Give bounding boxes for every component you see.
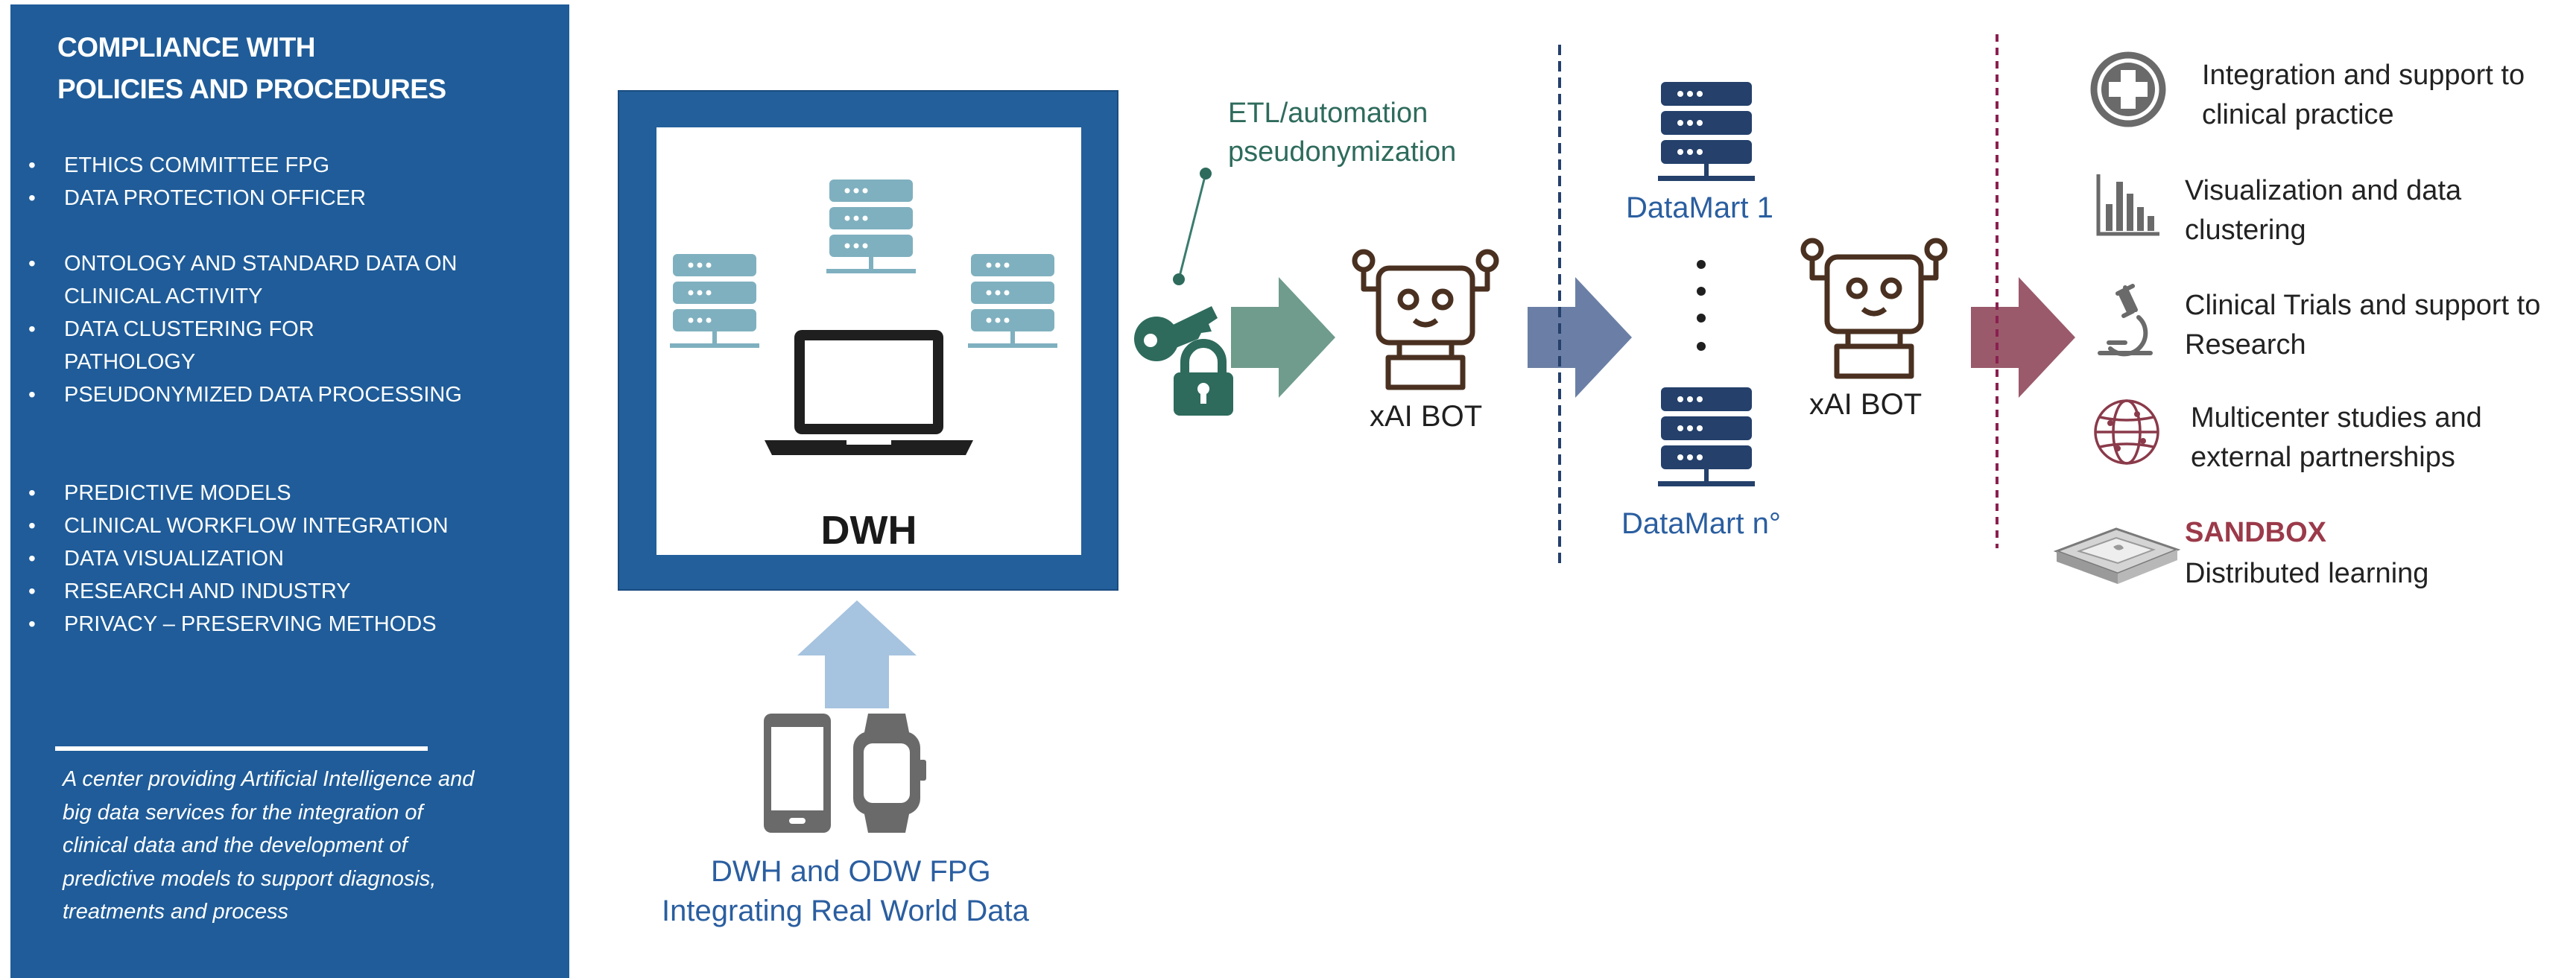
key-icon <box>1134 306 1218 361</box>
datamart-first-label: DataMart 1 <box>1626 191 1773 224</box>
list-item: RESEARCH AND INDUSTRY <box>25 575 554 608</box>
smartwatch-icon <box>853 714 926 833</box>
panel-title-line1: COMPLIANCE WITH <box>57 32 316 63</box>
etl-line2: pseudonymization <box>1228 136 1457 168</box>
panel-divider <box>55 746 428 751</box>
robot-icon <box>1800 238 1948 379</box>
bullet-list-governance: ETHICS COMMITTEE FPG DATA PROTECTION OFF… <box>25 149 554 215</box>
sandbox-subtitle: Distributed learning <box>2185 558 2429 589</box>
robot-icon <box>1352 249 1499 390</box>
arrow-right-slate <box>1528 277 1632 398</box>
list-item: PREDICTIVE MODELS <box>25 477 554 509</box>
output-text-multicenter: Multicenter studies and external partner… <box>2191 402 2482 473</box>
bar-chart-icon <box>2096 174 2159 236</box>
list-item: PRIVACY – PRESERVING METHODS <box>25 608 554 641</box>
server-icon <box>670 254 759 348</box>
server-icon <box>968 254 1057 348</box>
sandbox-icon <box>2053 527 2181 584</box>
lock-icon <box>1174 339 1233 416</box>
bot2-label: xAI BOT <box>1809 388 1922 421</box>
list-item: CLINICAL WORKFLOW INTEGRATION <box>25 509 554 542</box>
list-item: DATA PROTECTION OFFICER <box>25 182 554 215</box>
output-text-trials: Clinical Trials and support to Research <box>2185 290 2541 361</box>
server-icon <box>826 180 916 273</box>
list-item: DATA VISUALIZATION <box>25 542 554 575</box>
left-panel: COMPLIANCE WITH POLICIES AND PROCEDURES … <box>10 4 569 978</box>
laptop-icon <box>765 330 973 455</box>
sources-line1: DWH and ODW FPG <box>711 855 991 888</box>
list-item: ONTOLOGY AND STANDARD DATA ON CLINICAL A… <box>25 247 487 313</box>
sources-line2: Integrating Real World Data <box>662 895 1029 927</box>
panel-title-line2: POLICIES AND PROCEDURES <box>57 74 446 104</box>
dwh-label: DWH <box>820 508 917 553</box>
bullet-list-data: ONTOLOGY AND STANDARD DATA ON CLINICAL A… <box>25 247 487 411</box>
datamart-last-label: DataMart n° <box>1621 507 1781 540</box>
database-server-icon <box>1658 387 1755 486</box>
globe-icon <box>2094 399 2159 465</box>
output-text-clinical: Integration and support to clinical prac… <box>2202 60 2525 130</box>
list-item: PSEUDONYMIZED DATA PROCESSING <box>25 378 487 411</box>
dashed-divider-left <box>1558 45 1561 566</box>
dwh-box: DWH <box>618 90 1118 591</box>
dashed-divider-right <box>1996 34 1999 548</box>
ellipsis-vertical-icon <box>1697 260 1706 351</box>
panel-title: COMPLIANCE WITH POLICIES AND PROCEDURES <box>57 27 534 110</box>
sandbox-title: SANDBOX <box>2185 517 2327 548</box>
bullet-list-ai: PREDICTIVE MODELS CLINICAL WORKFLOW INTE… <box>25 477 554 641</box>
bot1-label: xAI BOT <box>1370 400 1483 433</box>
panel-description: A center providing Artificial Intelligen… <box>63 767 475 924</box>
list-item: ETHICS COMMITTEE FPG <box>25 149 554 182</box>
arrow-right-green <box>1231 277 1335 398</box>
plus-circle-icon <box>2090 51 2166 127</box>
list-item: DATA CLUSTERING FOR PATHOLOGY <box>25 313 377 378</box>
microscope-icon <box>2098 284 2153 357</box>
database-server-icon <box>1658 82 1755 181</box>
etl-connector <box>1173 168 1212 285</box>
arrow-right-maroon <box>1971 277 2075 398</box>
dwh-inner-panel: DWH <box>656 127 1081 555</box>
etl-line1: ETL/automation <box>1228 98 1428 129</box>
output-text-visualization: Visualization and data clustering <box>2185 175 2462 246</box>
smartphone-icon <box>764 714 831 833</box>
up-arrow <box>797 600 917 708</box>
